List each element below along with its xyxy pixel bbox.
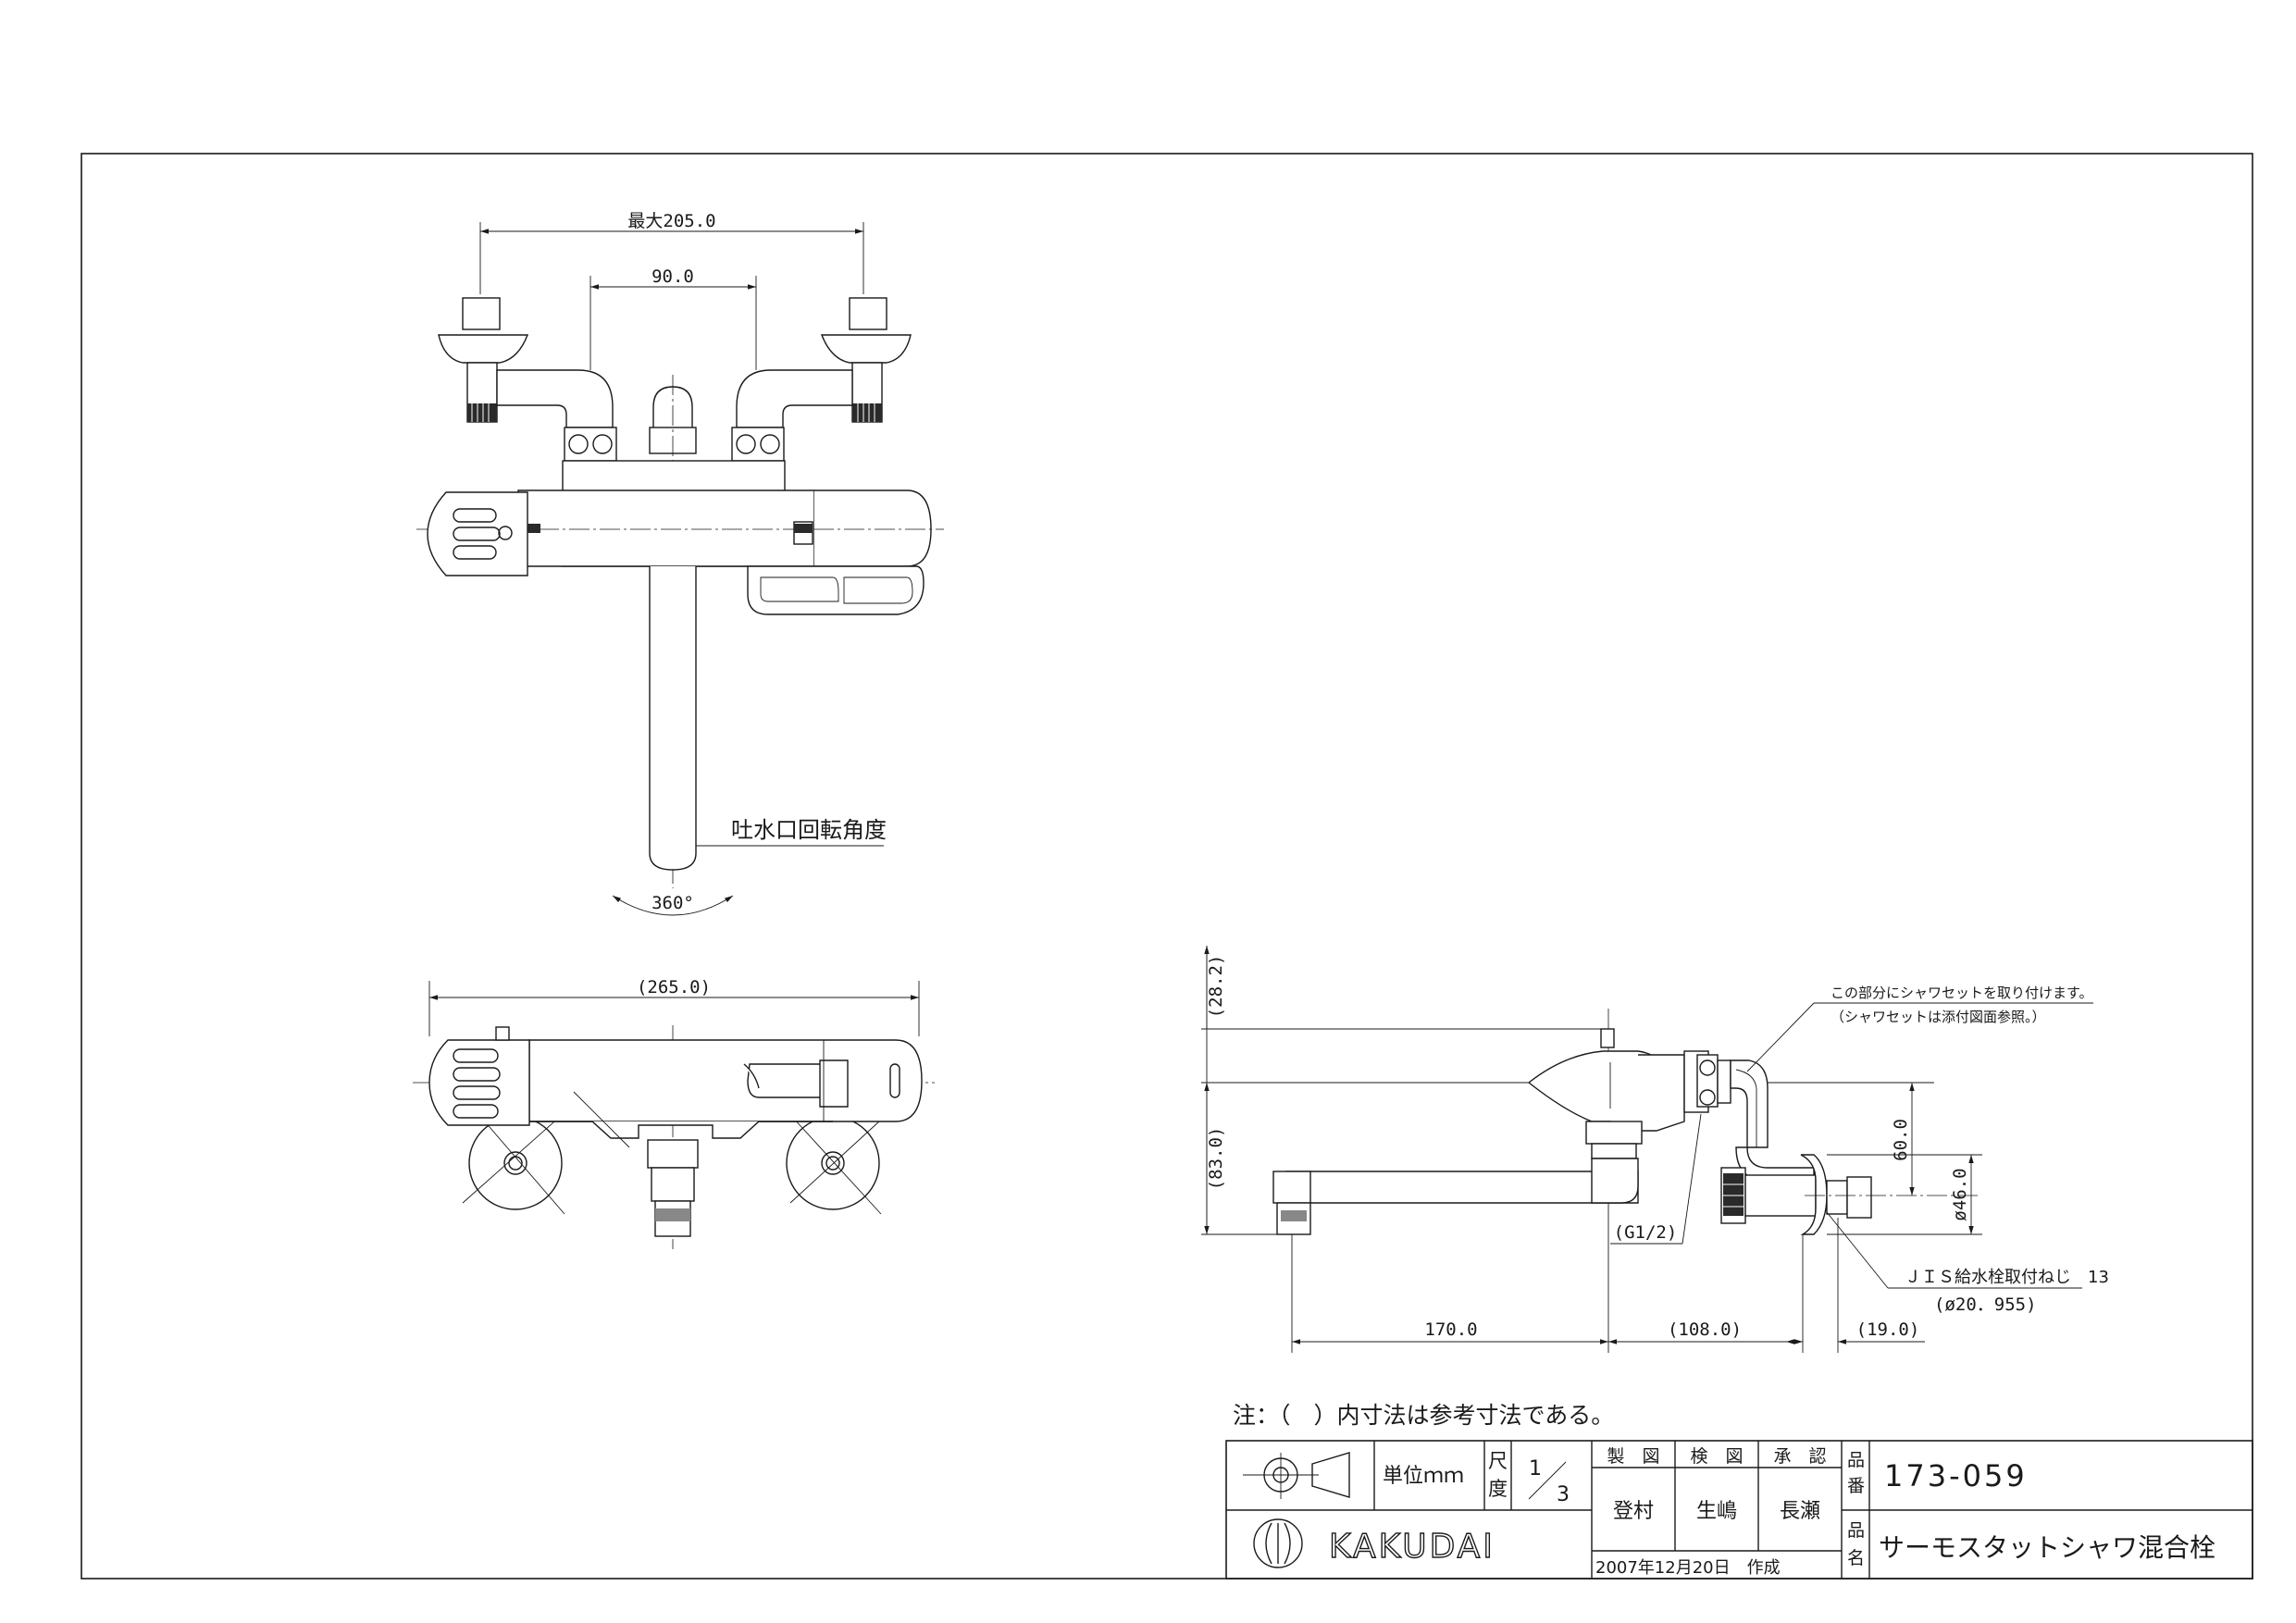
scale-numerator: 1 bbox=[1529, 1457, 1542, 1481]
reference-note: 注：（ ）内寸法は参考寸法である。 bbox=[1233, 1402, 1614, 1429]
number-label-2: 番 bbox=[1847, 1476, 1865, 1496]
dim-108: (108.0) bbox=[1668, 1319, 1742, 1340]
title-block: 単位ｍｍ 尺 度 1 3 製 図 検 図 承 認 登村 生嶋 長瀬 品 番 品 … bbox=[1225, 1440, 2253, 1580]
scale-label-2: 度 bbox=[1488, 1478, 1508, 1500]
shower-note-1: この部分にシャワセットを取り付けます。 bbox=[1831, 985, 2093, 1001]
shower-note-2: （シャワセットは添付図面参照。） bbox=[1831, 1009, 2046, 1025]
dim-thread: (G1/2) bbox=[1614, 1222, 1678, 1243]
dim-body-length: (265.0) bbox=[637, 977, 711, 997]
projection-symbol-icon bbox=[1243, 1452, 1350, 1499]
approved-label: 承 認 bbox=[1773, 1446, 1826, 1467]
name-label-1: 品 bbox=[1847, 1520, 1865, 1541]
dim-spout-170: 170.0 bbox=[1424, 1319, 1477, 1340]
dim-19: (19.0) bbox=[1856, 1319, 1920, 1340]
thermostat-handle-front bbox=[427, 491, 540, 576]
right-elbow bbox=[731, 297, 912, 462]
name-label-2: 名 bbox=[1847, 1548, 1865, 1568]
made-label: 製 図 bbox=[1607, 1446, 1659, 1467]
dim-height-top: (28.2) bbox=[1206, 955, 1226, 1019]
inlet-elbow-side bbox=[1720, 1146, 1980, 1235]
drawing-date: 2007年12月20日 作成 bbox=[1595, 1558, 1781, 1578]
dim-dia-46: ø46.0 bbox=[1950, 1168, 1970, 1220]
drawing-frame bbox=[81, 153, 2253, 1580]
dim-max-width: 最大205.0 bbox=[627, 211, 715, 231]
made-by: 登村 bbox=[1613, 1500, 1654, 1523]
product-name: サーモスタットシャワ混合栓 bbox=[1879, 1532, 2215, 1563]
number-label-1: 品 bbox=[1847, 1450, 1865, 1470]
jis-sub: (ø20．955) bbox=[1934, 1295, 2037, 1315]
side-view: (28.2) (83.0) bbox=[1201, 946, 2109, 1353]
brand-name: KAKUDAI bbox=[1329, 1528, 1496, 1566]
shower-union bbox=[1683, 1050, 1769, 1148]
spout-rotation-label: 吐水口回転角度 bbox=[731, 817, 887, 843]
top-view: (265.0) bbox=[413, 977, 935, 1249]
part-number: 173-059 bbox=[1884, 1458, 2028, 1493]
kakudai-logo: KAKUDAI bbox=[1253, 1518, 1496, 1568]
spout-side bbox=[1272, 1158, 1639, 1235]
front-view: 最大205.0 90.0 bbox=[416, 211, 944, 916]
left-elbow bbox=[438, 297, 617, 462]
checked-label: 検 図 bbox=[1690, 1446, 1743, 1467]
dim-height-60: 60.0 bbox=[1891, 1119, 1911, 1161]
dim-center: 90.0 bbox=[652, 266, 694, 287]
dim-rotation: 360° bbox=[652, 893, 694, 913]
approved-by: 長瀬 bbox=[1780, 1500, 1820, 1523]
dim-height-body: (83.0) bbox=[1206, 1127, 1226, 1191]
scale-denominator: 3 bbox=[1557, 1483, 1570, 1506]
right-inlet-union bbox=[782, 1106, 882, 1215]
scale-label-1: 尺 bbox=[1488, 1450, 1508, 1472]
thermostat-handle-top bbox=[428, 1026, 530, 1126]
jis-note: ＪＩＳ給水栓取付ねじ 13 bbox=[1905, 1268, 2109, 1287]
checked-by: 生嶋 bbox=[1696, 1500, 1737, 1523]
unit-label: 単位ｍｍ bbox=[1383, 1465, 1464, 1488]
